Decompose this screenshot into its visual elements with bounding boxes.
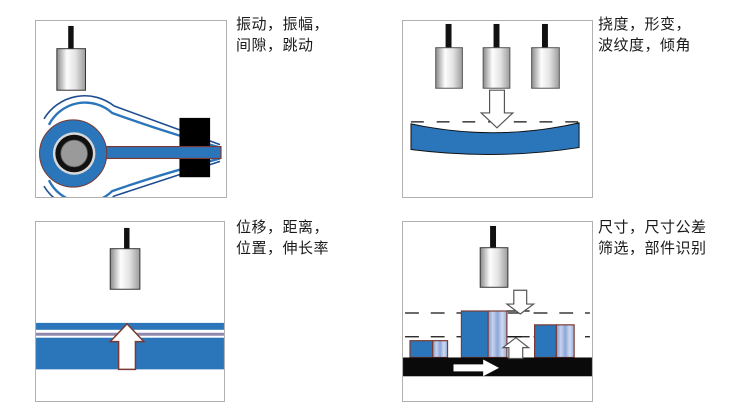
caption-displacement: 位移，距离， 位置，伸长率 <box>236 218 329 260</box>
caption-line: 位置，伸长率 <box>236 241 330 257</box>
sensor-icon <box>531 23 560 89</box>
parts-on-conveyor-icon <box>409 310 575 359</box>
conveyor-belt <box>403 357 592 377</box>
conveyor-direction-arrow-icon <box>453 359 499 377</box>
deflection-diagram <box>410 23 585 155</box>
down-arrow-icon <box>479 89 515 129</box>
panel-displacement <box>35 221 225 402</box>
caption-line: 筛选，部件识别 <box>598 241 707 257</box>
deflected-beam-icon <box>410 122 580 155</box>
caption-line: 尺寸，尺寸公差 <box>598 220 707 236</box>
caption-deflection: 挠度，形变， 波纹度，倾角 <box>598 15 691 57</box>
caption-line: 振动，振幅， <box>236 17 330 33</box>
caption-dimension: 尺寸，尺寸公差 筛选，部件识别 <box>598 218 707 260</box>
vibration-diagram <box>39 25 222 197</box>
panel-dimension <box>402 221 593 402</box>
caption-vibration: 振动，振幅， 间隙，跳动 <box>236 15 329 57</box>
rotating-shaft-icon <box>39 119 108 188</box>
caption-line: 挠度，形变， <box>598 17 692 33</box>
sensor-icon <box>56 25 87 91</box>
dimension-diagram <box>403 225 592 377</box>
sensor-icon <box>435 23 463 89</box>
displacement-diagram <box>36 227 224 371</box>
panel-deflection <box>402 20 593 198</box>
down-arrow-icon <box>505 289 536 315</box>
caption-line: 波纹度，倾角 <box>598 38 692 54</box>
up-arrow-icon <box>108 322 146 371</box>
up-arrow-icon <box>501 336 531 360</box>
sensor-icon <box>482 23 511 89</box>
panel-vibration <box>35 20 227 198</box>
caption-line: 间隙，跳动 <box>236 38 314 54</box>
sensor-icon <box>109 227 141 290</box>
sensor-icon <box>479 225 509 288</box>
caption-line: 位移，距离， <box>236 220 330 236</box>
